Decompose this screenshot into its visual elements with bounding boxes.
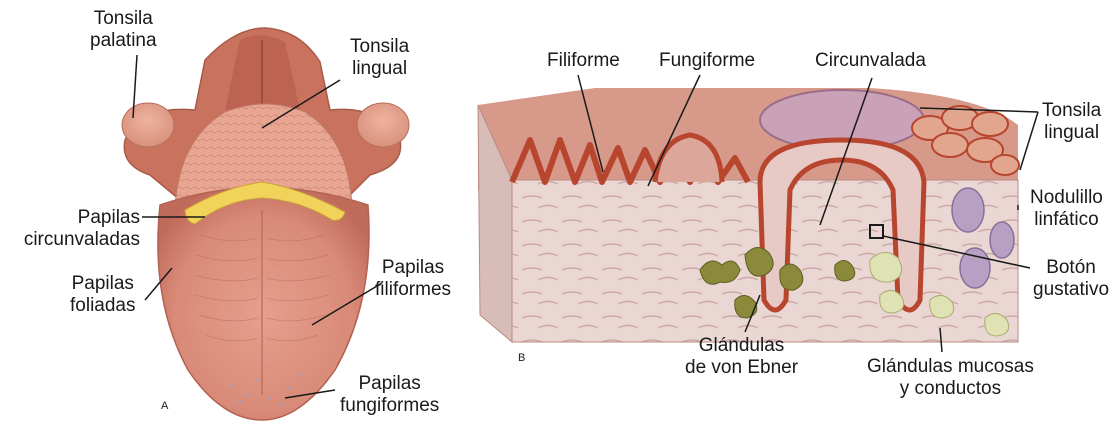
label-papilas-circunvaladas: Papilas circunvaladas <box>20 207 140 251</box>
label-nodulillo-linfatico: Nodulillo linfático <box>1030 187 1103 231</box>
palatine-tonsil-left <box>122 103 174 147</box>
label-papilas-foliadas: Papilas foliadas <box>70 273 136 317</box>
label-tonsila-lingual-a: Tonsila lingual <box>350 36 409 80</box>
label-glandulas-von-ebner: Glándulas de von Ebner <box>685 335 798 379</box>
tongue-body <box>158 188 369 421</box>
label-papilas-filiformes: Papilas filiformes <box>375 257 451 301</box>
label-glandulas-mucosas: Glándulas mucosas y conductos <box>867 356 1034 400</box>
label-tonsila-lingual-b: Tonsila lingual <box>1042 100 1101 144</box>
label-circunvalada: Circunvalada <box>815 50 926 72</box>
label-fungiforme: Fungiforme <box>659 50 755 72</box>
label-papilas-fungiformes: Papilas fungiformes <box>340 373 439 417</box>
panel-a-letter: A <box>161 400 168 412</box>
palatine-tonsil-right <box>357 103 409 147</box>
panel-b-letter: B <box>518 352 525 364</box>
label-tonsila-palatina: Tonsila palatina <box>90 8 157 52</box>
tongue-diagram <box>122 28 409 420</box>
label-filiforme: Filiforme <box>547 50 620 72</box>
label-boton-gustativo: Botón gustativo <box>1033 257 1109 301</box>
papillae-section-diagram <box>478 75 1038 352</box>
